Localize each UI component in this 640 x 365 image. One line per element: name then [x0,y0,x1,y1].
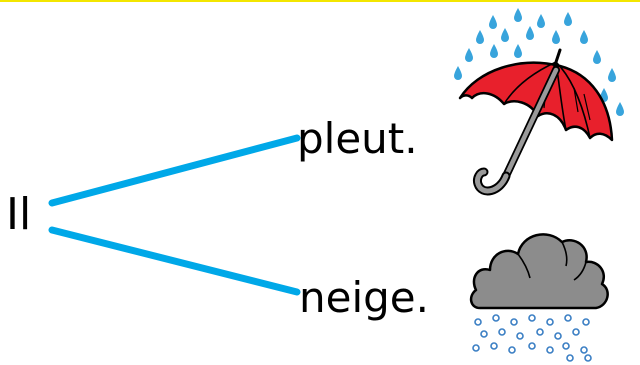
snow-cloud-icon [469,233,609,362]
cloud-shape [469,233,609,310]
umbrella-canopy [458,61,614,142]
connector-line-pleut [48,134,301,207]
top-rule [0,0,640,2]
umbrella-rain-icon [454,8,624,196]
raindrops [454,8,624,116]
connector-line-neige [48,226,301,296]
subject-word: Il [6,189,32,240]
verb-neige: neige. [299,273,429,322]
snowflakes [472,314,592,362]
verb-pleut: pleut. [297,114,418,163]
